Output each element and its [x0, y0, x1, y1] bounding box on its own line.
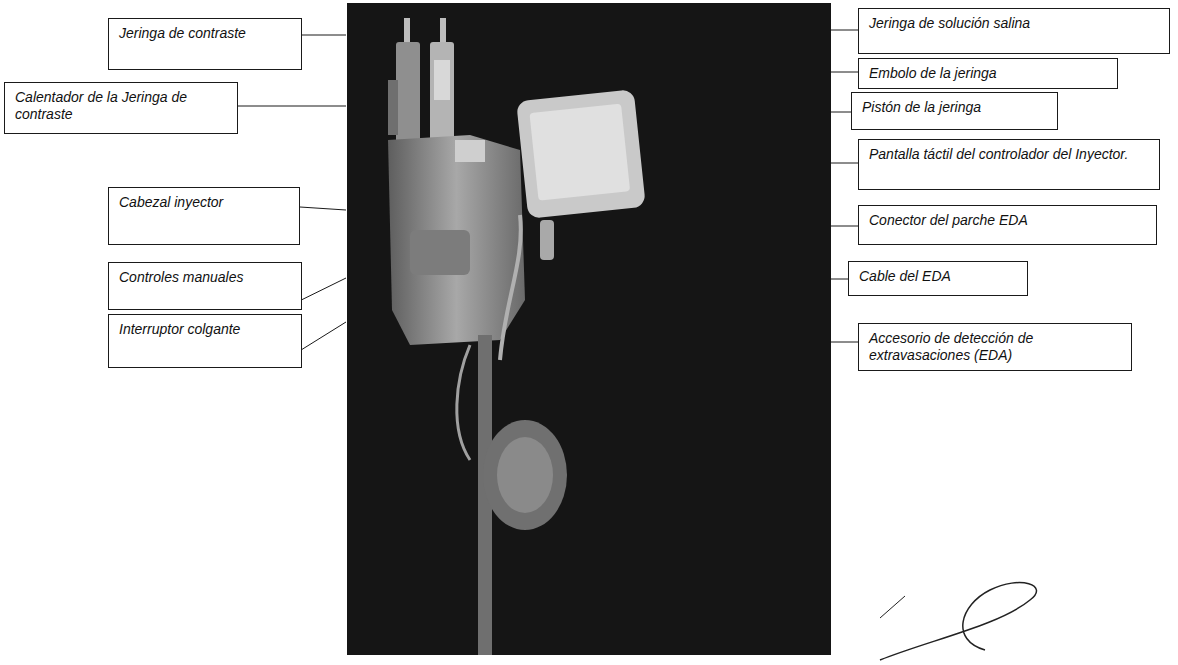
callout-label: Calentador de la Jeringa de contraste: [5, 83, 237, 129]
signature-scribble: [880, 583, 1036, 660]
callout-box: Cabezal inyector: [108, 187, 300, 245]
callout-label: Pantalla táctil del controlador del Inye…: [859, 140, 1159, 169]
eda-device: [483, 420, 567, 530]
callout-label: Jeringa de solución salina: [859, 9, 1169, 38]
callout-label: Embolo de la jeringa: [859, 59, 1117, 88]
callout-label: Conector del parche EDA: [859, 206, 1156, 235]
callout-box: Pistón de la jeringa: [851, 92, 1058, 130]
callout-label: Cabezal inyector: [109, 188, 299, 217]
callout-box: Embolo de la jeringa: [858, 58, 1118, 89]
callout-label: Cable del EDA: [849, 262, 1027, 291]
callout-box: Calentador de la Jeringa de contraste: [4, 82, 238, 134]
callout-label: Interruptor colgante: [109, 315, 301, 344]
callout-box: Controles manuales: [108, 262, 302, 310]
injector-head: [388, 135, 525, 345]
touch-screen: [516, 89, 646, 219]
callout-label: Pistón de la jeringa: [852, 93, 1057, 122]
callout-label: Accesorio de detección de extravasacione…: [859, 324, 1131, 370]
callout-label: Jeringa de contraste: [109, 19, 301, 48]
callout-label: Controles manuales: [109, 263, 301, 292]
callout-box: Conector del parche EDA: [858, 205, 1157, 245]
callout-box: Interruptor colgante: [108, 314, 302, 368]
callout-box: Cable del EDA: [848, 261, 1028, 296]
callout-box: Accesorio de detección de extravasacione…: [858, 323, 1132, 371]
leader-lines: [238, 30, 858, 360]
saline-syringe: [430, 42, 454, 147]
contrast-syringe: [396, 42, 420, 147]
callout-box: Jeringa de solución salina: [858, 8, 1170, 54]
photo-ground: [347, 3, 831, 655]
callout-box: Pantalla táctil del controlador del Inye…: [858, 139, 1160, 190]
callout-box: Jeringa de contraste: [108, 18, 302, 70]
